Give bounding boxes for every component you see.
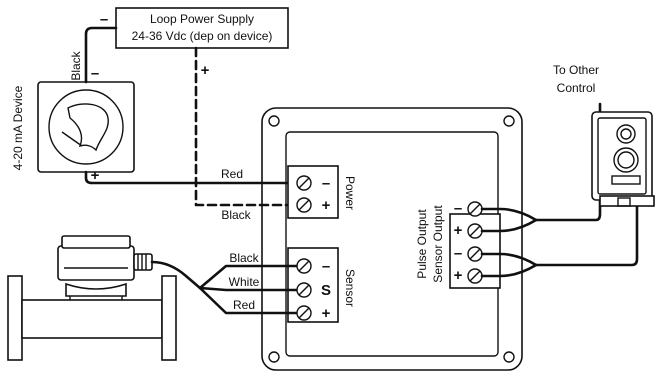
loop-device-label: 4-20 mA Device (11, 85, 25, 170)
wire-label-red-power: Red (221, 167, 243, 181)
wire-label-black-top: Black (69, 50, 83, 80)
wire-sensor-red (198, 286, 298, 315)
sensor-block-label: Sensor (343, 269, 357, 307)
output-device (591, 111, 655, 207)
output-block-label-sensor: Sensor Output (431, 205, 445, 283)
supply-plus-label: + (201, 62, 210, 79)
power-block-label: Power (343, 176, 357, 210)
wire-sensor-output-plus (480, 263, 538, 278)
wire-black-supply-to-power-minus (194, 46, 298, 207)
loop-device-dial-icon (61, 103, 109, 152)
wire-label-black-power: Black (221, 208, 251, 222)
sensor-cable (150, 260, 202, 290)
output-block-label-pulse: Pulse Output (415, 209, 429, 279)
power-terminal-2-label: + (322, 197, 331, 214)
wire-red-device-to-power-plus (84, 170, 298, 185)
wire-label-sensor-black: Black (229, 251, 259, 265)
output-terminal-1-label: – (454, 200, 462, 217)
loop-power-supply-title: Loop Power Supply (150, 12, 254, 26)
wire-to-other-control (534, 102, 602, 222)
sensor-terminal-3-label: + (322, 305, 331, 322)
sensor-terminal-block: – S + Sensor (287, 247, 357, 323)
wire-sensor-white (198, 286, 298, 292)
other-control-line2: Control (557, 81, 596, 95)
loop-power-supply-spec: 24-36 Vdc (dep on device) (132, 29, 273, 43)
other-control-line1: To Other (553, 63, 599, 77)
flow-meter (7, 235, 177, 361)
wire-sensor-output-minus (480, 252, 538, 267)
power-terminal-1-label: – (322, 175, 330, 192)
wire-to-sensor-device (534, 204, 639, 267)
wire-pulse-output-minus (480, 207, 538, 222)
wire-black-supply-to-device (84, 26, 118, 84)
loop-device: 4-20 mA Device – + (11, 65, 135, 184)
loop-power-supply: Loop Power Supply 24-36 Vdc (dep on devi… (100, 7, 289, 79)
wire-label-sensor-white: White (229, 275, 260, 289)
wire-label-sensor-red: Red (233, 298, 255, 312)
output-terminal-4-label: + (454, 267, 463, 284)
wire-sensor-black (198, 264, 298, 290)
sensor-terminal-1-label: – (322, 258, 330, 275)
device-plus-label: + (91, 167, 100, 184)
supply-minus-label: – (100, 11, 108, 28)
power-terminal-block: – + Power (287, 165, 357, 219)
output-terminal-2-label: + (454, 222, 463, 239)
output-terminal-3-label: – (454, 245, 462, 262)
device-minus-label: – (91, 65, 99, 82)
wire-pulse-output-plus (480, 218, 538, 233)
sensor-terminal-2-label: S (321, 282, 331, 299)
